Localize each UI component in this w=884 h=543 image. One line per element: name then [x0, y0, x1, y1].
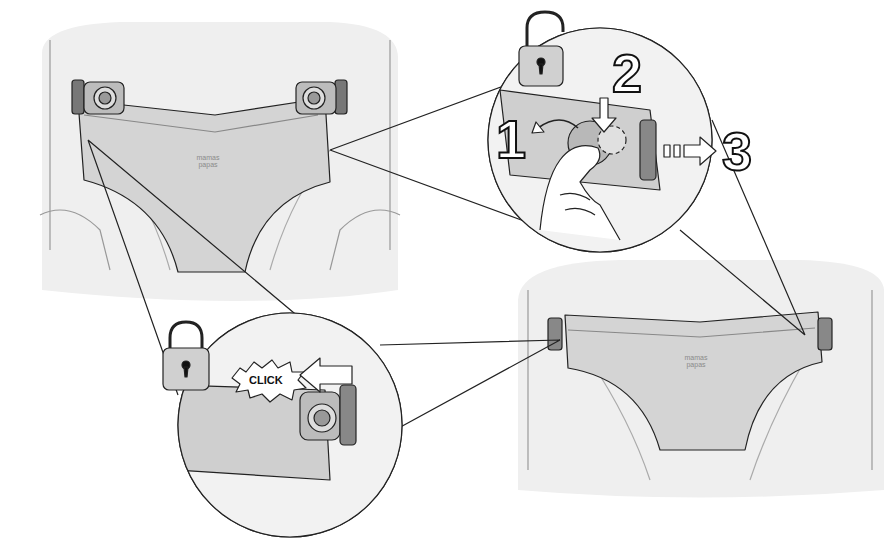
- callout-number: 3: [722, 124, 752, 178]
- callout-number: 2: [612, 46, 642, 100]
- brand-logo: mamas papas: [681, 354, 711, 368]
- brand-logo: mamas papas: [193, 154, 223, 168]
- sound-label: CLICK: [249, 375, 283, 386]
- callout-number: 1: [496, 112, 526, 166]
